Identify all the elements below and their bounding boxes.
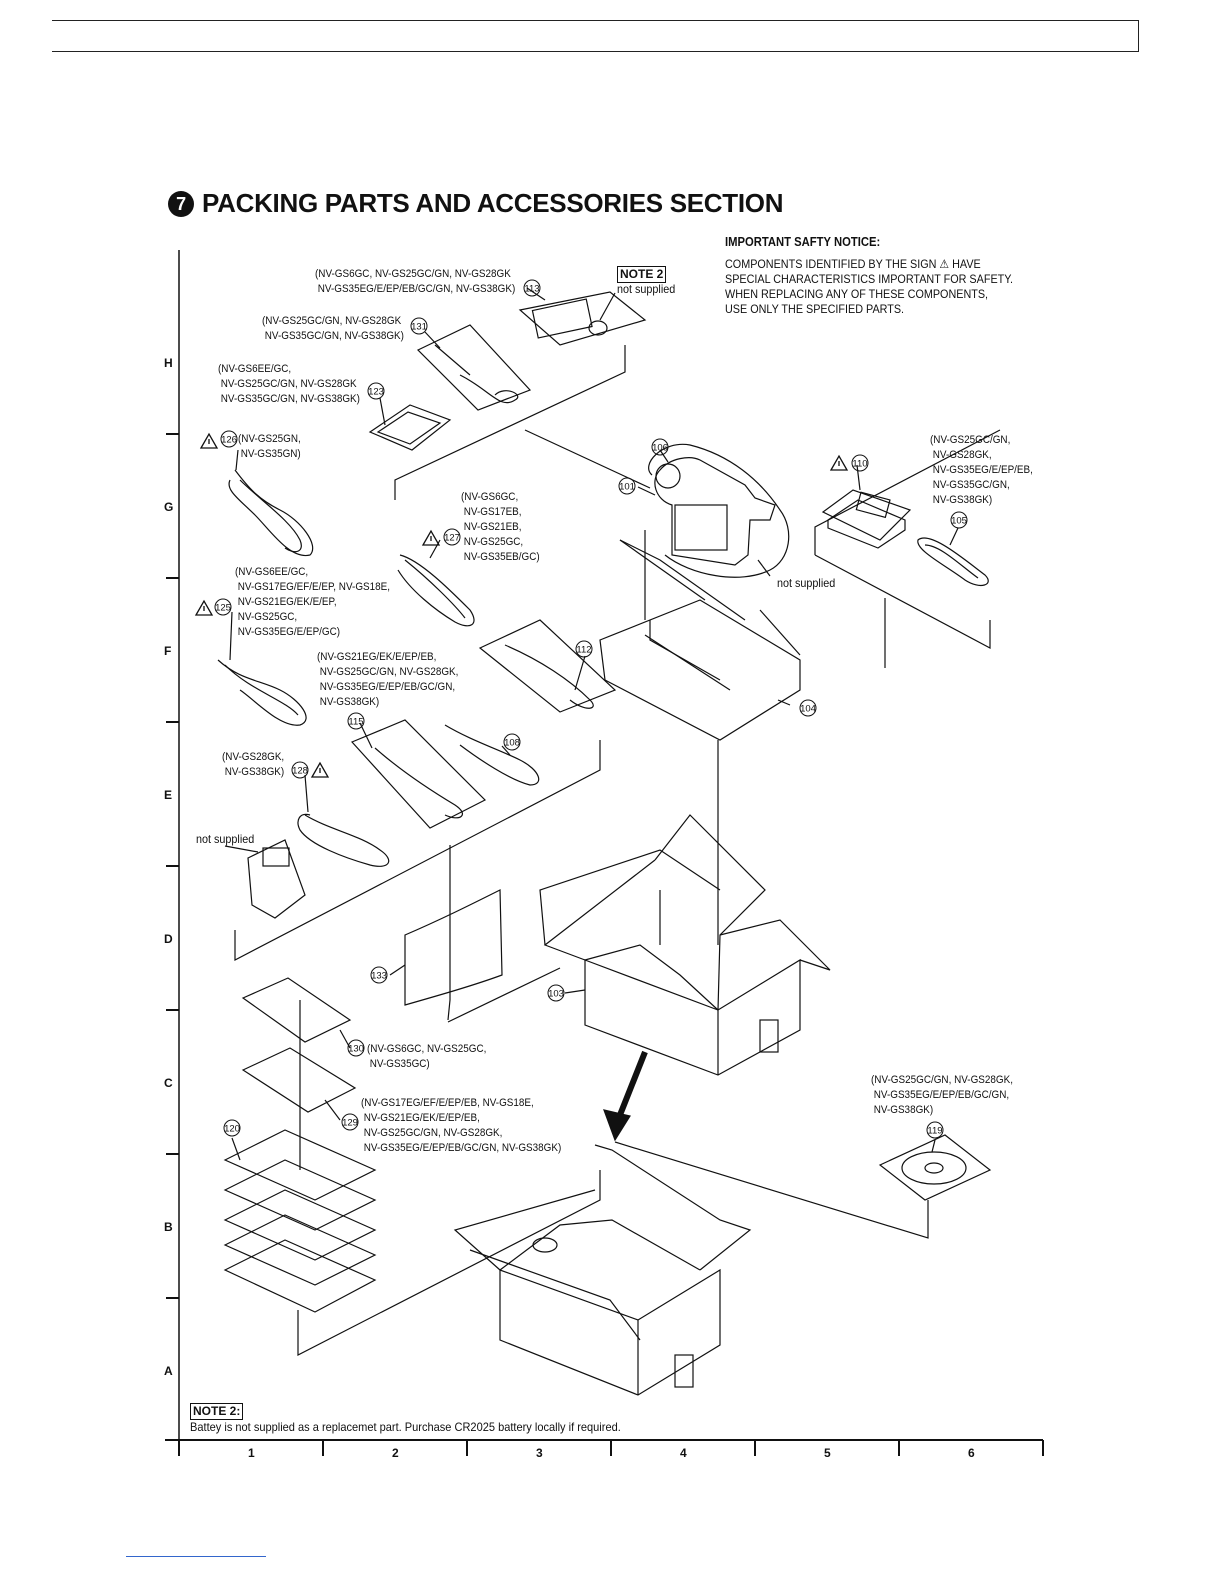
callout-110-text: 110: [852, 459, 867, 470]
callout-112-text: 112: [576, 645, 591, 656]
callout-120-text: 120: [224, 1124, 240, 1135]
callout-113-text: 113: [524, 284, 539, 295]
part-label-130: (NV-GS6GC, NV-GS25GC, NV-GS35GC): [367, 1043, 487, 1070]
callout-130: 130: [347, 1039, 365, 1057]
callout-133: 133: [370, 966, 388, 984]
part-label-125: (NV-GS6EE/GC, NV-GS17EG/EF/E/EP, NV-GS18…: [235, 566, 390, 638]
callout-119-text: 119: [927, 1126, 942, 1137]
callout-129-text: 129: [342, 1118, 358, 1129]
col-label-4: 4: [680, 1446, 687, 1460]
callout-126: 126: [220, 430, 238, 448]
callout-126-text: 126: [221, 435, 237, 446]
callout-120: 120: [223, 1119, 241, 1137]
part-label-129: (NV-GS17EG/EF/E/EP/EB, NV-GS18E, NV-GS21…: [361, 1097, 562, 1154]
not-supplied-label-remote: not supplied: [617, 282, 676, 296]
part-label-115: (NV-GS21EG/EK/E/EP/EB, NV-GS25GC/GN, NV-…: [317, 651, 459, 708]
warning-triangle-icon: [194, 599, 214, 616]
safety-notice-heading: IMPORTANT SAFTY NOTICE:: [725, 235, 881, 249]
note2-tag-top: NOTE 2: [617, 265, 667, 283]
callout-125-text: 125: [215, 603, 231, 614]
row-label-g: G: [164, 500, 174, 514]
row-label-c: C: [164, 1076, 173, 1090]
row-label-f: F: [164, 644, 172, 658]
callout-104: 104: [799, 699, 817, 717]
callout-127-text: 127: [444, 533, 460, 544]
warning-triangle-icon: [421, 529, 441, 546]
part-label-119: (NV-GS25GC/GN, NV-GS28GK, NV-GS35EG/E/EP…: [871, 1074, 1013, 1116]
note2-tag-bottom: NOTE 2:: [190, 1402, 244, 1420]
callout-113: 113: [523, 279, 541, 297]
callout-112: 112: [575, 640, 593, 658]
callout-133-text: 133: [371, 971, 387, 982]
footer-link-underline: [126, 1556, 266, 1557]
note2-text: Battey is not supplied as a replacemet p…: [190, 1420, 621, 1434]
warning-triangle-icon: [829, 454, 849, 471]
callout-119: 119: [926, 1121, 944, 1139]
callout-127: 127: [443, 528, 461, 546]
row-label-h: H: [164, 356, 173, 370]
callout-103: 103: [547, 984, 565, 1002]
callout-104-text: 104: [800, 704, 816, 715]
callout-130-text: 130: [348, 1044, 364, 1055]
col-label-6: 6: [968, 1446, 975, 1460]
warning-triangle-icon: [199, 432, 219, 449]
callout-105: 105: [950, 511, 968, 529]
callout-115-text: 115: [348, 717, 363, 728]
col-label-1: 1: [248, 1446, 255, 1460]
row-label-e: E: [164, 788, 173, 802]
callout-108-text: 108: [504, 738, 520, 749]
callout-106: 106: [651, 438, 669, 456]
callout-101-text: 101: [619, 482, 635, 493]
part-label-123: (NV-GS6EE/GC, NV-GS25GC/GN, NV-GS28GK NV…: [218, 363, 360, 405]
section-number-badge: 7: [168, 191, 194, 217]
callout-123: 123: [367, 382, 385, 400]
part-label-110: (NV-GS25GC/GN, NV-GS28GK, NV-GS35EG/E/EP…: [930, 434, 1033, 506]
callout-131: 131: [410, 317, 428, 335]
callout-110: 110: [851, 454, 869, 472]
part-label-127: (NV-GS6GC, NV-GS17EB, NV-GS21EB, NV-GS25…: [461, 491, 540, 563]
page-header-frame: [52, 20, 1139, 52]
part-label-128: (NV-GS28GK, NV-GS38GK): [222, 751, 285, 778]
row-label-b: B: [164, 1220, 173, 1234]
not-supplied-label-battery: not supplied: [196, 832, 255, 846]
col-label-5: 5: [824, 1446, 831, 1460]
not-supplied-label-camera: not supplied: [777, 576, 836, 590]
section-title-text: PACKING PARTS AND ACCESSORIES SECTION: [202, 188, 784, 218]
callout-123-text: 123: [368, 387, 384, 398]
part-label-113: (NV-GS6GC, NV-GS25GC/GN, NV-GS28GK NV-GS…: [315, 268, 516, 295]
col-label-3: 3: [536, 1446, 543, 1460]
callout-128: 128: [291, 761, 309, 779]
safety-notice-body: COMPONENTS IDENTIFIED BY THE SIGN ⚠ HAVE…: [725, 257, 1014, 316]
callout-131-text: 131: [411, 322, 427, 333]
col-label-2: 2: [392, 1446, 399, 1460]
row-label-a: A: [164, 1364, 173, 1378]
warning-triangle-icon: [310, 761, 330, 778]
row-label-d: D: [164, 932, 173, 946]
callout-108: 108: [503, 733, 521, 751]
callout-128-text: 128: [292, 766, 308, 777]
callout-103-text: 103: [548, 989, 564, 1000]
callout-105-text: 105: [951, 516, 967, 527]
part-label-126: (NV-GS25GN, NV-GS35GN): [238, 433, 301, 460]
callout-115: 115: [347, 712, 365, 730]
callout-125: 125: [214, 598, 232, 616]
callout-106-text: 106: [652, 443, 668, 454]
part-label-131: (NV-GS25GC/GN, NV-GS28GK NV-GS35GC/GN, N…: [262, 315, 404, 342]
callout-129: 129: [341, 1113, 359, 1131]
callout-101: 101: [618, 477, 636, 495]
section-title: 7 PACKING PARTS AND ACCESSORIES SECTION: [168, 188, 783, 219]
